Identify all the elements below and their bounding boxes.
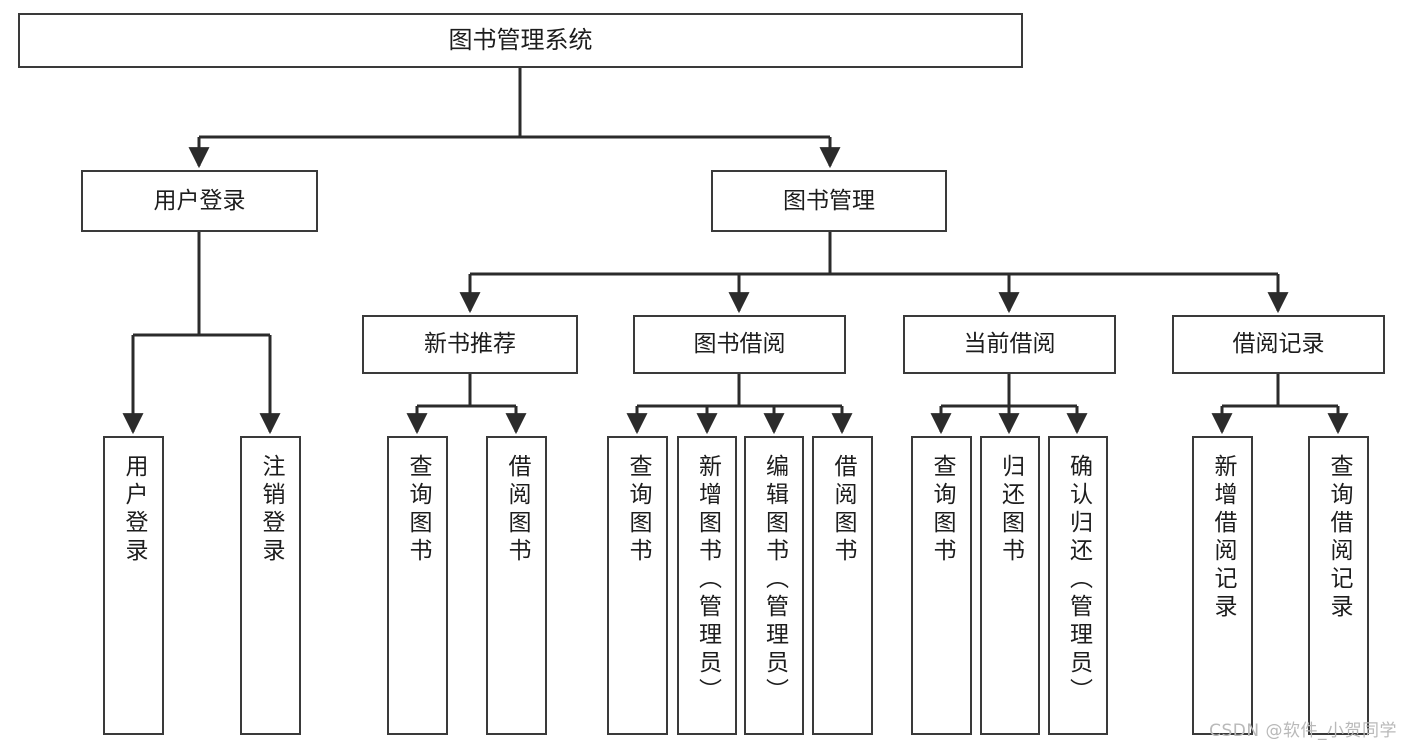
- node-label: 查询图书: [405, 454, 431, 566]
- leaf-borrow-books-recommend[interactable]: 借阅图书: [486, 436, 547, 735]
- node-label: 借阅图书: [830, 454, 856, 566]
- node-current-borrowing[interactable]: 当前借阅: [903, 315, 1116, 374]
- node-label: 新增借阅记录: [1210, 454, 1236, 622]
- leaf-query-borrow-record[interactable]: 查询借阅记录: [1308, 436, 1369, 735]
- leaf-user-login[interactable]: 用户登录: [103, 436, 164, 735]
- node-book-management[interactable]: 图书管理: [711, 170, 947, 232]
- leaf-query-books-borrow[interactable]: 查询图书: [607, 436, 668, 735]
- node-book-borrowing[interactable]: 图书借阅: [633, 315, 846, 374]
- leaf-borrow-books[interactable]: 借阅图书: [812, 436, 873, 735]
- leaf-add-book-admin[interactable]: 新增图书（管理员）: [677, 436, 737, 735]
- node-label: 当前借阅: [963, 331, 1056, 358]
- node-label: 图书借阅: [693, 331, 786, 358]
- leaf-edit-book-admin[interactable]: 编辑图书（管理员）: [744, 436, 804, 735]
- node-label: 注销登录: [258, 454, 284, 566]
- node-new-book-recommendation[interactable]: 新书推荐: [362, 315, 578, 374]
- node-root-book-management-system[interactable]: 图书管理系统: [18, 13, 1023, 68]
- node-label: 借阅图书: [504, 454, 530, 566]
- node-label: 查询图书: [929, 454, 955, 566]
- node-label: 新书推荐: [424, 331, 516, 358]
- node-label: 确认归还（管理员）: [1065, 454, 1092, 706]
- node-label: 编辑图书（管理员）: [761, 454, 788, 706]
- leaf-query-books-recommend[interactable]: 查询图书: [387, 436, 448, 735]
- leaf-confirm-return-admin[interactable]: 确认归还（管理员）: [1048, 436, 1108, 735]
- node-user-login[interactable]: 用户登录: [81, 170, 318, 232]
- node-label: 借阅记录: [1232, 331, 1325, 358]
- node-borrowing-record[interactable]: 借阅记录: [1172, 315, 1385, 374]
- leaf-query-books-current[interactable]: 查询图书: [911, 436, 972, 735]
- node-label: 查询图书: [625, 454, 651, 566]
- leaf-add-borrow-record[interactable]: 新增借阅记录: [1192, 436, 1253, 735]
- node-label: 查询借阅记录: [1326, 454, 1352, 622]
- node-label: 用户登录: [153, 187, 246, 214]
- node-label: 图书管理系统: [448, 25, 593, 54]
- leaf-return-books[interactable]: 归还图书: [980, 436, 1040, 735]
- node-label: 归还图书: [997, 454, 1024, 566]
- leaf-logout[interactable]: 注销登录: [240, 436, 301, 735]
- node-label: 用户登录: [121, 454, 147, 566]
- node-label: 新增图书（管理员）: [694, 454, 721, 706]
- csdn-watermark: CSDN @软件_小贺同学: [1209, 721, 1397, 741]
- node-label: 图书管理: [783, 187, 875, 214]
